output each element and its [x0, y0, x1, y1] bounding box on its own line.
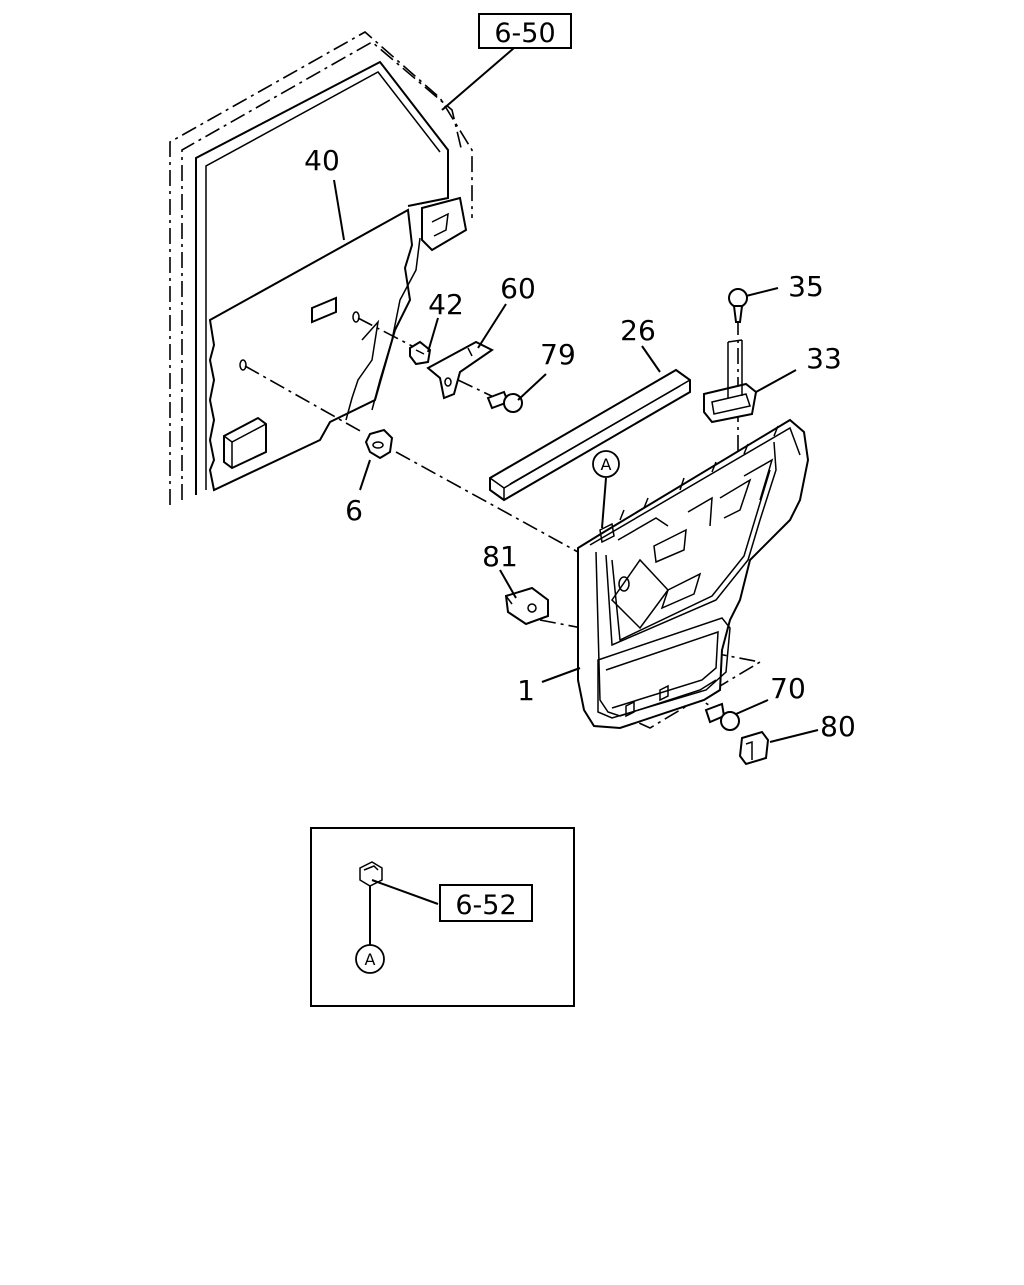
callout-a-main-letter: A [601, 455, 612, 474]
screw-70 [704, 702, 740, 731]
door-trim-panel-1 [577, 418, 810, 730]
detail-inset: 6-52 A [310, 827, 575, 1007]
screw-79 [486, 390, 523, 413]
label-79: 79 [540, 338, 576, 371]
ref-6-50: 6-50 [494, 18, 555, 49]
inner-panel [208, 208, 421, 492]
label-40: 40 [304, 144, 340, 177]
label-42: 42 [428, 288, 464, 321]
leader-lines [333, 47, 819, 743]
handle-bezel-33 [703, 339, 758, 424]
clip-6 [364, 428, 394, 460]
label-33: 33 [806, 342, 842, 375]
label-26: 26 [620, 314, 656, 347]
clip-42 [409, 340, 432, 366]
weatherstrip-26 [489, 368, 691, 502]
screw-35 [728, 288, 748, 323]
label-1: 1 [517, 674, 535, 707]
ref-box-6-50: 6-50 [478, 13, 572, 49]
door-frame [169, 31, 473, 505]
bracket-60 [426, 340, 494, 400]
label-81: 81 [482, 540, 518, 573]
cap-80 [738, 730, 770, 766]
ref-6-52: 6-52 [455, 890, 516, 921]
label-70: 70 [770, 672, 806, 705]
label-80: 80 [820, 710, 856, 743]
label-35: 35 [788, 270, 824, 303]
label-6: 6 [345, 494, 363, 527]
callout-a-inset-letter: A [365, 950, 376, 969]
callout-a-main: A [592, 450, 620, 478]
label-60: 60 [500, 272, 536, 305]
